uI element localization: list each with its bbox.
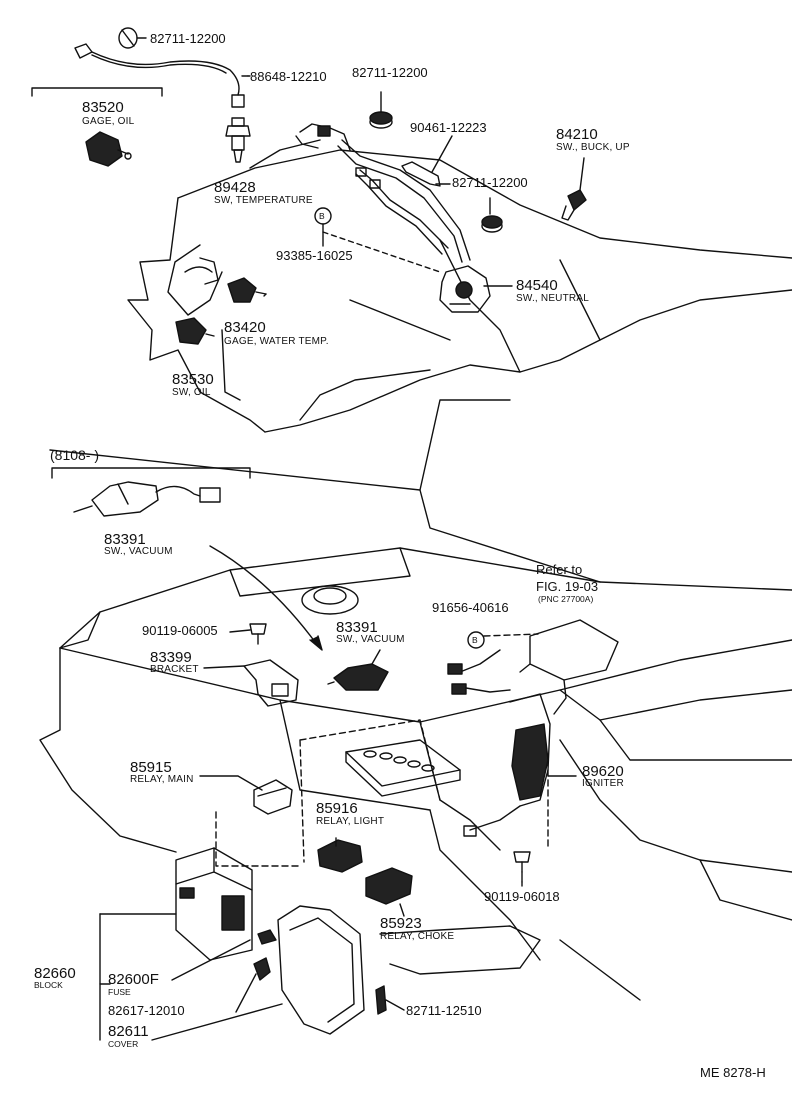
callout-85916: 85916 <box>316 800 358 817</box>
direction-arrow <box>209 545 323 651</box>
callout-83420-name: GAGE, WATER TEMP. <box>224 336 329 347</box>
callout-89428-name: SW, TEMPERATURE <box>214 195 313 206</box>
callout-83391-top: 83391 <box>104 531 146 548</box>
bolt-marker-b-top-letter: B <box>319 211 325 221</box>
callout-85916-name: RELAY, LIGHT <box>316 816 385 827</box>
callout-83399: 83399 <box>150 649 192 666</box>
bolt-90119-06005 <box>249 623 267 645</box>
callout-89428: 89428 <box>214 179 256 196</box>
callout-82600F-name: FUSE <box>108 987 131 997</box>
callout-83399-name: BRACKET <box>150 664 199 675</box>
refer-line2: FIG. 19-03 <box>536 579 599 594</box>
fuse-82600F <box>257 929 277 945</box>
refer-line3: (PNC 27700A) <box>538 594 594 604</box>
igniter-dashed-leader <box>483 633 549 851</box>
relay-main-85915 <box>253 779 293 815</box>
cover-82611 <box>277 905 365 1035</box>
neutral-switch-84540 <box>439 265 491 313</box>
bracket-90461-12223 <box>401 161 441 187</box>
harness-88648-12210 <box>74 43 249 108</box>
vacuum-switch-83391-mid <box>327 649 389 691</box>
fuse-block-82660 <box>175 847 253 961</box>
clip-82711-12200-mid <box>369 91 393 129</box>
callout-90119-06005: 90119-06005 <box>142 623 218 638</box>
callout-83420: 83420 <box>224 319 266 336</box>
relay-light-85916 <box>317 839 363 873</box>
figure-id: ME 8278-H <box>700 1065 766 1080</box>
callout-88648-12210: 88648-12210 <box>250 69 327 84</box>
callout-85915: 85915 <box>130 759 172 776</box>
body-tank-hub <box>301 585 359 615</box>
callout-84540: 84540 <box>516 277 558 294</box>
callout-83530: 83530 <box>172 371 214 388</box>
bottom-leader-lines <box>99 629 577 1041</box>
vehicle-body-outline <box>39 399 792 1001</box>
vacuum-switch-83391-top <box>73 481 221 517</box>
top-leader-lines <box>247 75 513 297</box>
callout-82611: 82611 <box>108 1023 149 1040</box>
callout-89620: 89620 <box>582 763 624 780</box>
gage-oil-83520 <box>85 131 132 167</box>
callout-83391-mid: 83391 <box>336 619 378 636</box>
battery <box>345 739 461 797</box>
bolt-90119-06018 <box>513 851 531 883</box>
callout-89620-name: IGNITER <box>582 778 624 789</box>
refer-line1: Refer to <box>536 562 583 577</box>
callout-82711-12200-mid: 82711-12200 <box>352 65 428 80</box>
callout-83520: 83520 <box>82 99 124 116</box>
igniter-89620 <box>447 619 619 837</box>
callout-85915-name: RELAY, MAIN <box>130 774 194 785</box>
neutral-switch-harness <box>295 123 471 263</box>
callout-82660-name: BLOCK <box>34 980 63 990</box>
callout-93385-16025: 93385-16025 <box>276 248 353 263</box>
callout-90461-12223: 90461-12223 <box>410 120 487 135</box>
callout-82611-name: COVER <box>108 1039 139 1049</box>
callout-90119-06018: 90119-06018 <box>484 889 560 904</box>
bracket-83399 <box>243 659 299 707</box>
engine-outline <box>127 139 792 433</box>
callout-83391-mid-name: SW., VACUUM <box>336 634 405 645</box>
callout-82617-12010: 82617-12010 <box>108 1003 185 1018</box>
gage-water-temp-83420 <box>227 277 267 303</box>
bracket-8108-note: (8108- ) <box>50 447 100 463</box>
callout-82600F: 82600F <box>108 971 159 988</box>
clip-82711-12200-top <box>118 27 147 49</box>
bracket-83520 <box>31 87 163 97</box>
callout-85923: 85923 <box>380 915 422 932</box>
callout-91656-40616: 91656-40616 <box>432 600 509 615</box>
oil-switch-83530 <box>175 317 215 345</box>
callout-84210-name: SW., BUCK, UP <box>556 142 630 153</box>
callout-83391-top-name: SW., VACUUM <box>104 546 173 557</box>
part-82711-12510 <box>375 985 387 1015</box>
callout-84210: 84210 <box>556 126 598 143</box>
bolt-marker-b-bottom-letter: B <box>472 635 478 645</box>
callout-83530-name: SW, OIL <box>172 387 211 398</box>
part-82617-12010 <box>253 957 271 981</box>
callout-83520-name: GAGE, OIL <box>82 116 135 127</box>
callout-82660: 82660 <box>34 965 76 982</box>
bracket-8108 <box>51 467 251 479</box>
temperature-switch-89428 <box>225 117 251 163</box>
backup-switch-84210 <box>561 157 587 221</box>
callout-84540-name: SW., NEUTRAL <box>516 293 589 304</box>
relay-area-dashed-box <box>299 719 441 863</box>
callout-82711-12200-top: 82711-12200 <box>150 31 226 46</box>
callout-82711-12200-right: 82711-12200 <box>452 175 528 190</box>
relay-area-dashed-line <box>215 811 301 867</box>
callout-82711-12510: 82711-12510 <box>406 1003 482 1018</box>
relay-choke-85923 <box>365 867 413 905</box>
callout-85923-name: RELAY, CHOKE <box>380 931 455 942</box>
clip-82711-12200-right <box>481 215 503 233</box>
bolt-marker-b-bottom <box>467 631 485 649</box>
